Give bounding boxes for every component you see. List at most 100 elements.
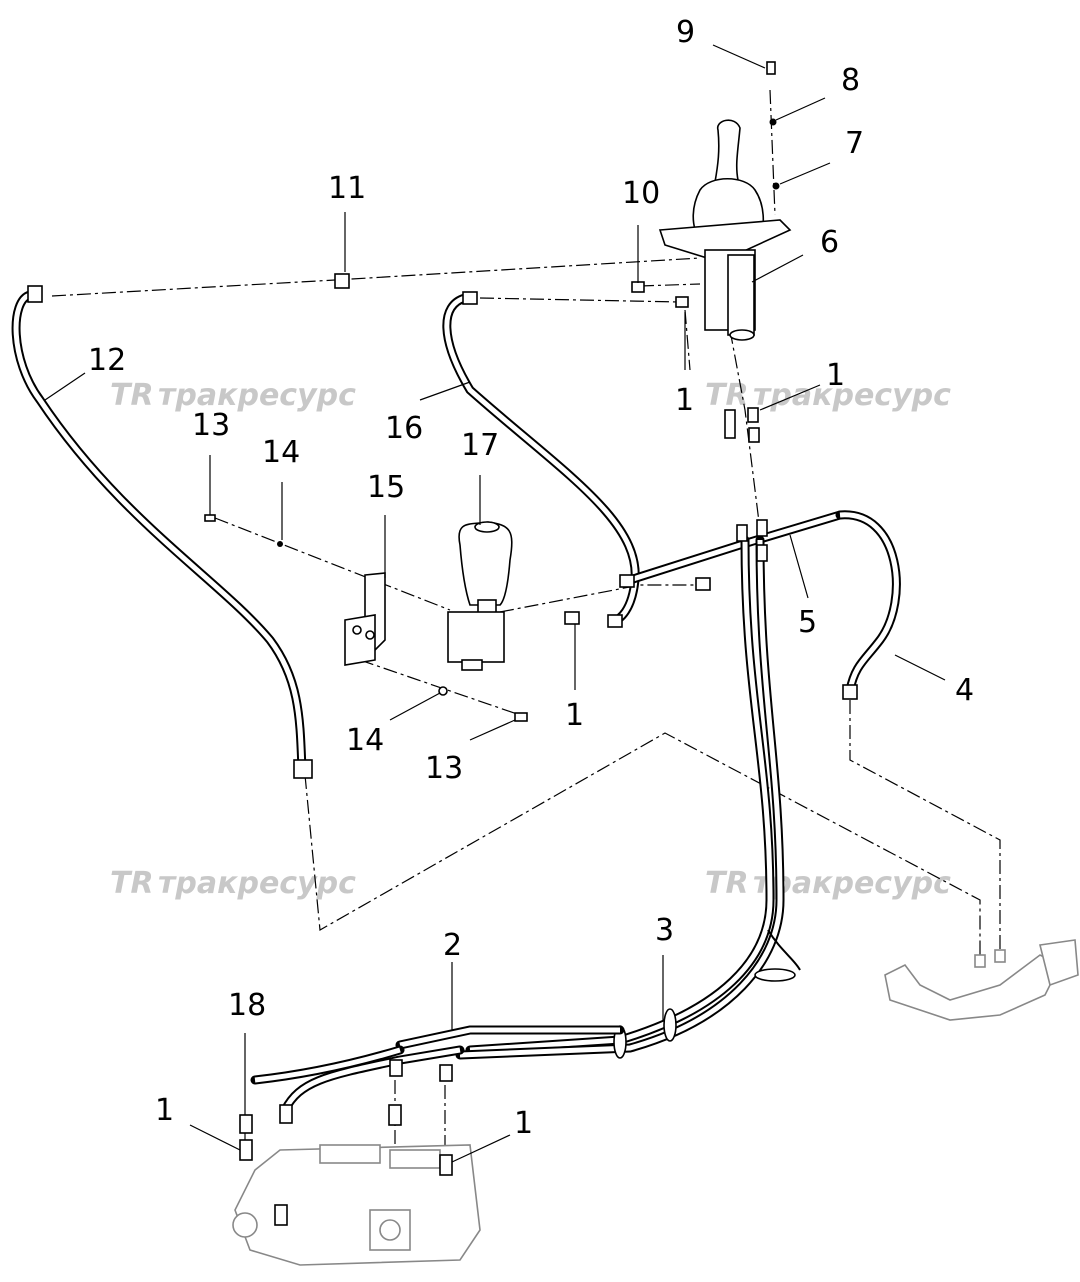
watermark-text: тракресурс	[158, 378, 356, 413]
callout-13: 13	[192, 408, 230, 443]
hose-fitting	[619, 574, 635, 588]
hose-clamp	[663, 1008, 677, 1042]
hose-fitting	[607, 614, 623, 628]
joystick-plate	[658, 219, 792, 263]
fitting	[274, 1204, 288, 1226]
callout-6: 6	[820, 225, 839, 260]
fitting	[388, 1104, 402, 1126]
callout-1: 1	[155, 1093, 174, 1128]
assembly-lines	[51, 89, 1001, 1160]
callout-11: 11	[328, 171, 366, 206]
callout-4: 4	[955, 673, 974, 708]
fitting	[239, 1139, 253, 1161]
hose-5	[619, 510, 845, 588]
callout-3: 3	[655, 913, 674, 948]
fitting	[747, 407, 759, 423]
valve-body	[234, 1144, 481, 1266]
joystick-valve	[727, 254, 755, 336]
leader-lines	[44, 44, 946, 1163]
callout-2: 2	[443, 928, 462, 963]
hose-fitting	[279, 1104, 293, 1124]
valve-port	[232, 1212, 258, 1238]
callout-1: 1	[565, 698, 584, 733]
fitting	[675, 296, 689, 308]
pipe-fitting	[994, 949, 1006, 963]
pipe-flange	[1039, 939, 1079, 987]
washer-14	[277, 541, 283, 547]
watermark-logo: TR	[705, 866, 749, 901]
watermark-logo: TR	[705, 378, 749, 413]
watermark-logo: TR	[110, 866, 154, 901]
callout-13: 13	[425, 751, 463, 786]
valve-section	[389, 1149, 441, 1169]
hose-fitting	[439, 1064, 453, 1082]
bolt-13	[204, 514, 216, 522]
watermark-text: тракресурс	[753, 866, 951, 901]
callout-9: 9	[676, 15, 695, 50]
accumulator-block	[204, 514, 711, 722]
callout-1: 1	[826, 358, 845, 393]
valve-port	[379, 1219, 401, 1241]
hose-fitting	[842, 684, 858, 700]
callout-8: 8	[841, 63, 860, 98]
watermark-text: тракресурс	[158, 866, 356, 901]
callout-18: 18	[228, 988, 266, 1023]
washer	[769, 118, 777, 126]
joystick-assembly	[631, 61, 792, 341]
callout-1: 1	[514, 1106, 533, 1141]
callout-17: 17	[461, 428, 499, 463]
callout-12: 12	[88, 343, 126, 378]
hose-fitting	[239, 1114, 253, 1134]
callout-7: 7	[845, 126, 864, 161]
pipe-fitting	[974, 954, 986, 968]
pipe	[884, 954, 1062, 1021]
valve-port	[461, 659, 483, 671]
callout-15: 15	[367, 470, 405, 505]
hose-2	[239, 1025, 625, 1134]
hose-4	[835, 510, 901, 700]
watermark-top-left: TR тракресурс	[110, 378, 356, 413]
callout-labels: 9 8 7 10 6 11 12 1 1 16 13 14 17 15 5 4 …	[88, 15, 974, 1141]
joystick-valve-end	[729, 329, 755, 341]
bracket-hole	[365, 630, 375, 640]
callout-1: 1	[675, 383, 694, 418]
bolt-13	[514, 712, 528, 722]
washer-14	[438, 686, 448, 696]
fittings-group-top	[334, 273, 768, 562]
callout-10: 10	[622, 176, 660, 211]
fitting	[564, 611, 580, 625]
accumulator-cap	[474, 521, 500, 533]
hose-12	[11, 285, 313, 779]
watermark-logo: TR	[110, 378, 154, 413]
joystick-handle	[714, 119, 741, 183]
fitting	[695, 577, 711, 591]
callout-14: 14	[346, 723, 384, 758]
fitting-11	[334, 273, 350, 289]
valve-block	[447, 611, 505, 663]
hose-fitting	[293, 759, 313, 779]
pipe-assembly	[884, 939, 1079, 1021]
bracket-hole	[352, 625, 362, 635]
fitting	[736, 524, 748, 542]
fitting	[756, 519, 768, 537]
fitting	[631, 281, 645, 293]
hose-fitting	[27, 285, 43, 303]
valve-section	[319, 1144, 381, 1164]
washer	[772, 182, 780, 190]
watermark-text: тракресурс	[753, 378, 951, 413]
hose-3-bundle	[455, 535, 801, 1060]
fitting	[439, 1154, 453, 1176]
watermark-mid-left: TR тракресурс	[110, 866, 356, 901]
fitting	[724, 409, 736, 439]
bracket-plate	[344, 614, 376, 666]
callout-5: 5	[798, 605, 817, 640]
control-valve-block	[232, 1104, 481, 1266]
hose-fitting	[462, 291, 478, 305]
accumulator-17	[458, 521, 513, 606]
hose-16	[442, 291, 640, 628]
fitting	[748, 427, 760, 443]
hose-clamp	[754, 968, 796, 982]
hose-fitting	[389, 1059, 403, 1077]
